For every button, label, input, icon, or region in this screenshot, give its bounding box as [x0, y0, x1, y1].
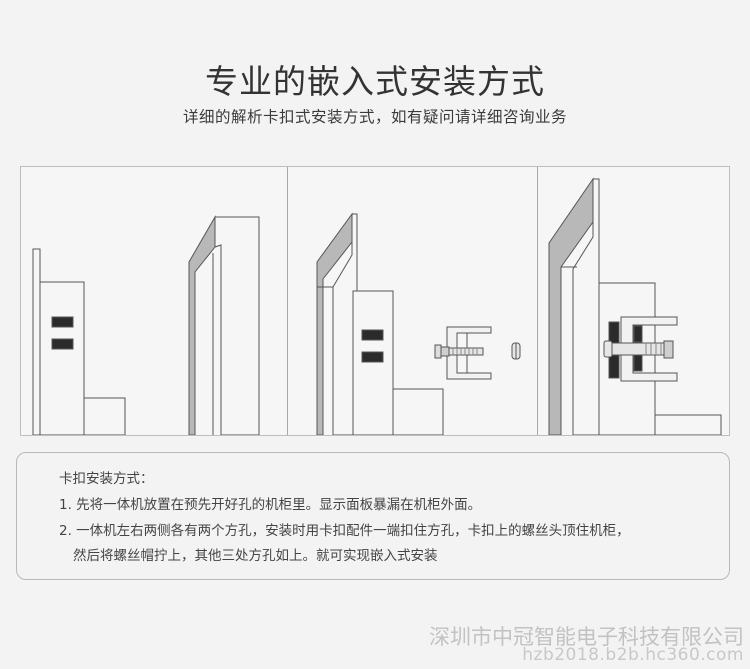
- panel-divider: [537, 167, 538, 435]
- panel-installed-clip: [548, 177, 722, 435]
- cabinet-bevel: [188, 215, 216, 435]
- screw-shaft: [448, 347, 484, 356]
- cabinet-face: [214, 216, 260, 435]
- page-title: 专业的嵌入式安装方式: [205, 62, 545, 101]
- watermark: hzb2018.b2b.hc360.com: [522, 645, 744, 665]
- square-hole: [51, 338, 74, 350]
- screw-head: [434, 344, 442, 359]
- device-side: [352, 290, 394, 435]
- note-step-2-continued: 然后将螺丝帽拧上，其他三处方孔如上。就可实现嵌入式安装: [73, 548, 438, 564]
- screw-head: [663, 340, 674, 359]
- note-step-1: 1. 先将一体机放置在预先开好孔的机柜里。显示面板暴漏在机柜外面。: [59, 497, 482, 513]
- base-block: [83, 397, 126, 435]
- screw-nut: [603, 340, 613, 358]
- panel-divider: [287, 167, 288, 435]
- installation-illustration: [20, 166, 730, 436]
- square-hole: [361, 351, 384, 363]
- panel-clip-and-screw: [316, 212, 521, 435]
- page-subtitle: 详细的解析卡扣式安装方式，如有疑问请详细咨询业务: [182, 108, 567, 126]
- company-name: 深圳市中冠智能电子科技有限公司: [429, 625, 744, 649]
- base-block: [654, 414, 722, 435]
- illustration-drawing: [32, 177, 722, 435]
- notes-heading: 卡扣安装方式：: [59, 471, 154, 487]
- cabinet-wall-left: [32, 248, 41, 435]
- note-step-2: 2. 一体机左右两侧各有两个方孔，安装时用卡扣配件一端扣住方孔，卡扣上的螺丝头顶…: [59, 523, 630, 539]
- square-hole: [51, 316, 74, 328]
- panel-cabinet-opening: [32, 215, 260, 435]
- square-hole: [361, 329, 384, 341]
- device-side: [39, 281, 85, 435]
- base-block: [392, 388, 444, 435]
- installation-notes: 卡扣安装方式： 1. 先将一体机放置在预先开好孔的机柜里。显示面板暴漏在机柜外面…: [16, 452, 730, 580]
